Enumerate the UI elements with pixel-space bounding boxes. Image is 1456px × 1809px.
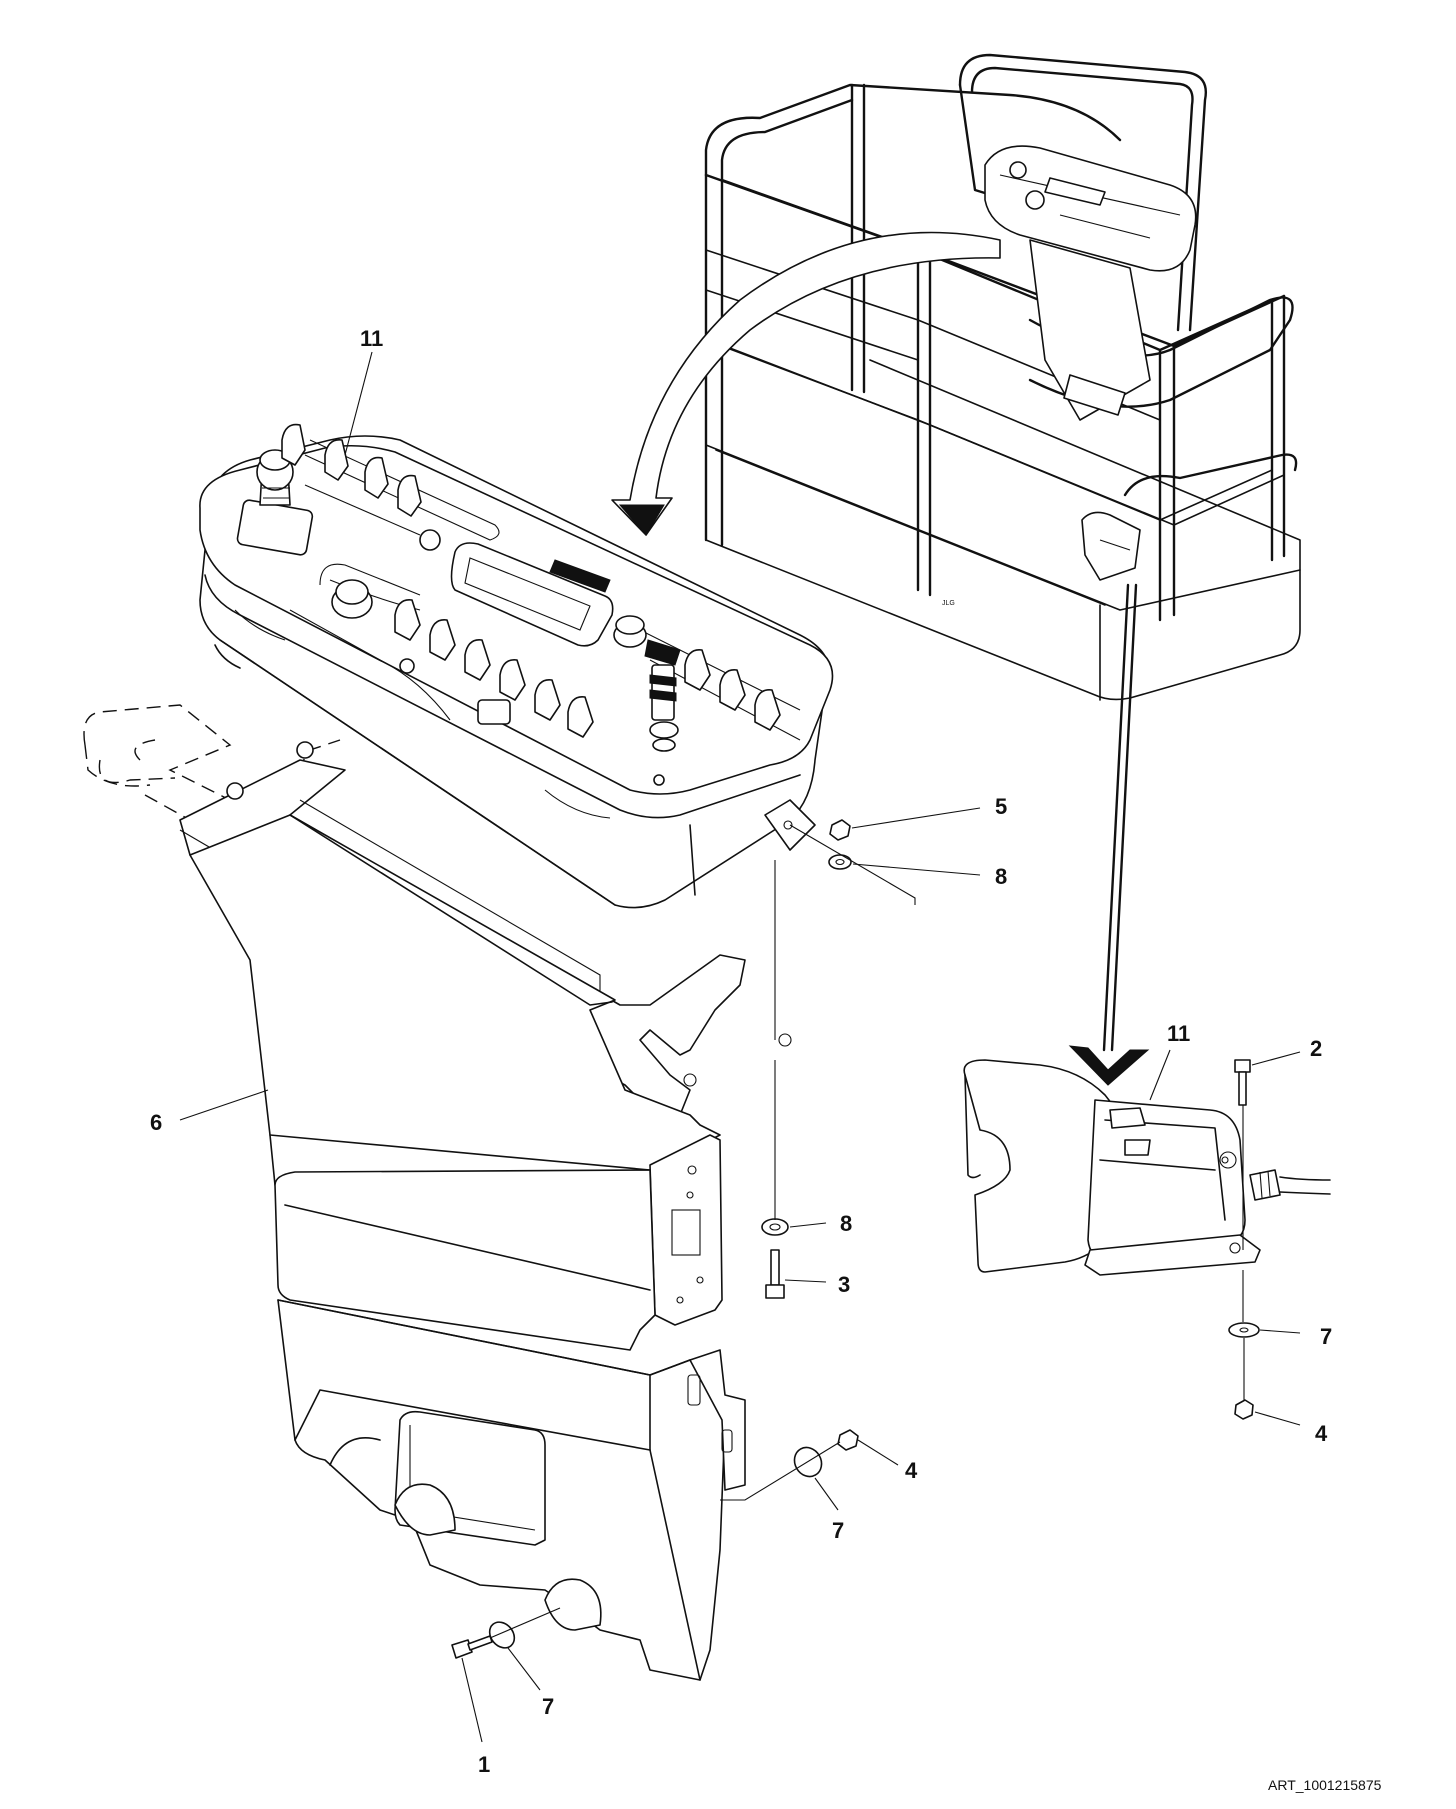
platform-control-console <box>199 423 834 909</box>
joystick <box>236 449 314 556</box>
callout-4-right: 4 <box>1315 1421 1328 1446</box>
art-id-label: ART_1001215875 <box>1268 1777 1382 1793</box>
callout-8-upper: 8 <box>995 864 1007 889</box>
hardware-fasteners <box>451 819 1260 1659</box>
footswitch-assembly <box>963 1059 1331 1276</box>
leader-lines <box>179 351 1301 1743</box>
platform-basket-illustration: JLG <box>611 53 1301 701</box>
callout-11-console: 11 <box>360 326 383 351</box>
callout-7-bottom: 7 <box>542 1694 554 1719</box>
callout-3: 3 <box>838 1272 850 1297</box>
lower-toggle-switches <box>394 598 781 738</box>
footswitch-pointer-arrow <box>1068 583 1150 1086</box>
callout-11-footswitch: 11 <box>1167 1021 1190 1046</box>
callout-5: 5 <box>995 794 1007 819</box>
svg-text:JLG: JLG <box>942 600 955 607</box>
callout-8-lower: 8 <box>840 1211 852 1236</box>
callout-labels: 11 5 8 6 8 3 11 2 7 4 4 7 7 1 <box>150 326 1332 1777</box>
callout-7-right: 7 <box>1320 1324 1332 1349</box>
callout-1: 1 <box>478 1752 490 1777</box>
callout-7-mid: 7 <box>832 1518 844 1543</box>
console-connector <box>644 639 681 786</box>
top-toggle-switches <box>281 423 441 551</box>
callout-4-lower: 4 <box>905 1458 918 1483</box>
callout-2: 2 <box>1310 1036 1322 1061</box>
callout-6: 6 <box>150 1110 162 1135</box>
console-mount-housing <box>179 741 792 1681</box>
